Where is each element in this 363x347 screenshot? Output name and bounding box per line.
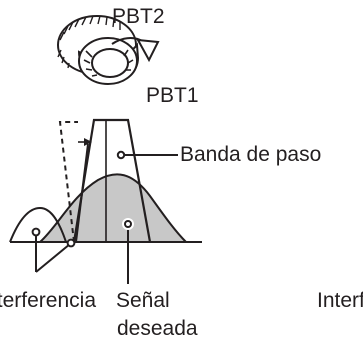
desired-signal-label-line2: deseada: [117, 317, 198, 340]
interference-right-label: Interferencia: [317, 289, 363, 312]
interference-left-shape: [9, 206, 67, 243]
pbt-knob-icon: [57, 15, 140, 85]
passband-inner-edge: [75, 143, 89, 243]
desired-signal-label-line1: Señal: [116, 289, 170, 312]
desired-signal-callout: [122, 218, 134, 284]
outer-knob-knurl: [57, 15, 121, 69]
passband-shifted-dashed: [58, 121, 78, 243]
inner-knob-ribs: [83, 49, 134, 77]
pbt1-label: PBT1: [146, 84, 199, 107]
shift-arrow-head: [84, 138, 92, 146]
pbt2-label: PBT2: [112, 5, 165, 28]
interference-left-label: Interferencia: [0, 289, 96, 312]
interference-callout: [31, 227, 76, 273]
passband-callout: [116, 150, 178, 160]
inner-knob-cap: [91, 48, 129, 78]
passband-label: Banda de paso: [180, 143, 322, 166]
rotate-arrow-icon: [111, 37, 160, 63]
rotate-arrow-head: [136, 38, 160, 63]
